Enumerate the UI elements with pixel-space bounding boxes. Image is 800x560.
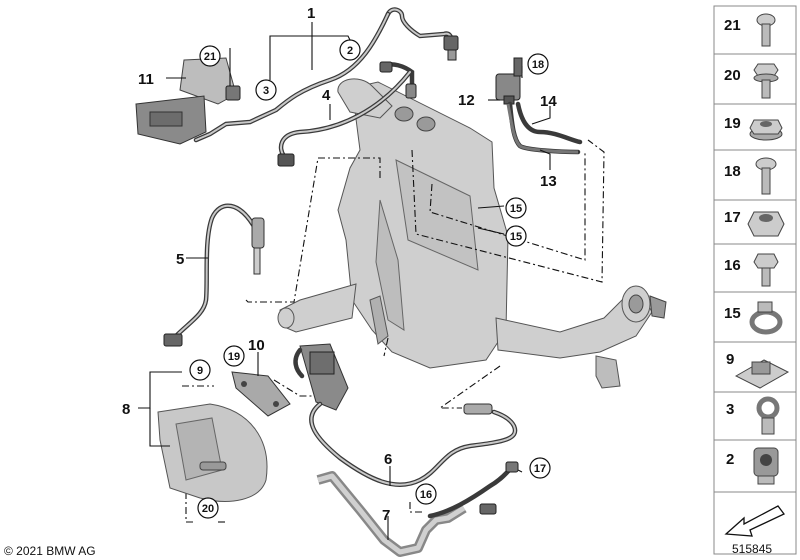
pressure-sensor-12 xyxy=(495,57,523,105)
sidebar-item-15: 15 xyxy=(724,301,783,335)
callout-8: 8 xyxy=(122,401,130,418)
callout-11: 11 xyxy=(138,71,154,88)
torx-bolt-icon xyxy=(755,157,777,195)
particulate-filter-assembly xyxy=(277,78,667,389)
sidebar-item-arrow xyxy=(724,505,785,537)
callout-12: 12 xyxy=(458,92,475,109)
sidebar-item-19: 19 xyxy=(724,115,783,141)
svg-text:20: 20 xyxy=(724,67,741,84)
sidebar-item-18: 18 xyxy=(724,157,777,195)
callout-13: 13 xyxy=(540,173,557,190)
flange-bolt-icon xyxy=(753,63,779,99)
sidebar-item-21: 21 xyxy=(724,13,776,47)
svg-text:16: 16 xyxy=(724,257,741,274)
sidebar-item-2: 2 xyxy=(726,447,779,485)
hose-clamp-icon xyxy=(749,301,783,335)
callout-labels: 1 4 11 5 12 14 13 10 8 6 7 xyxy=(122,5,557,524)
svg-text:3: 3 xyxy=(726,401,734,418)
svg-text:15: 15 xyxy=(724,305,741,322)
callout-1: 1 xyxy=(307,5,315,22)
svg-text:2: 2 xyxy=(726,451,734,468)
callout-14: 14 xyxy=(540,93,557,110)
direction-arrow-icon xyxy=(724,505,785,537)
callout-2: 2 xyxy=(347,45,353,57)
cable-clip-icon xyxy=(756,396,780,435)
callout-7: 7 xyxy=(382,507,390,524)
circled-callouts: 2 3 21 18 15 15 9 19 16 17 20 xyxy=(189,39,551,519)
sidebar-item-17: 17 xyxy=(724,209,785,237)
svg-text:17: 17 xyxy=(724,209,741,226)
hex-nut-icon xyxy=(747,211,785,237)
bracket-10 xyxy=(231,371,291,417)
callout-5: 5 xyxy=(176,251,184,268)
cable-holder-icon xyxy=(734,359,790,389)
callout-16: 16 xyxy=(420,489,432,501)
callout-3: 3 xyxy=(263,85,269,97)
svg-text:21: 21 xyxy=(724,17,741,34)
heat-shield-8 xyxy=(157,403,268,502)
parts-sidebar: 21 20 19 18 xyxy=(713,5,797,555)
diagram-number: 515845 xyxy=(732,542,772,556)
cable-harness-1 xyxy=(193,7,459,143)
cable-7 xyxy=(316,461,519,557)
flange-nut-icon xyxy=(749,119,783,141)
callout-4: 4 xyxy=(322,87,331,104)
nox-sensor-6 xyxy=(293,343,518,487)
callout-6: 6 xyxy=(384,451,392,468)
hex-bolt-icon xyxy=(753,253,779,287)
callout-19: 19 xyxy=(228,351,240,363)
sidebar-item-20: 20 xyxy=(724,63,779,99)
callout-17: 17 xyxy=(534,463,546,475)
callout-15-upper: 15 xyxy=(510,203,522,215)
callout-10: 10 xyxy=(248,337,265,354)
temperature-sensor-5 xyxy=(163,203,265,347)
cable-harness-4 xyxy=(277,61,417,167)
sidebar-item-16: 16 xyxy=(724,253,779,287)
torx-bolt-icon xyxy=(756,13,776,47)
callout-21: 21 xyxy=(204,51,216,63)
callout-20: 20 xyxy=(202,503,214,515)
sidebar-item-9: 9 xyxy=(726,351,790,389)
svg-text:19: 19 xyxy=(724,115,741,132)
callout-15-lower: 15 xyxy=(510,231,522,243)
pressure-hoses-13-14 xyxy=(506,101,583,155)
svg-text:9: 9 xyxy=(726,351,734,368)
copyright-text: © 2021 BMW AG xyxy=(4,544,96,558)
callout-18: 18 xyxy=(532,59,544,71)
sidebar-item-3: 3 xyxy=(726,396,780,435)
clip-holder-icon xyxy=(753,447,779,485)
callout-9: 9 xyxy=(197,365,203,377)
leader-lines xyxy=(138,22,551,540)
svg-text:18: 18 xyxy=(724,163,741,180)
